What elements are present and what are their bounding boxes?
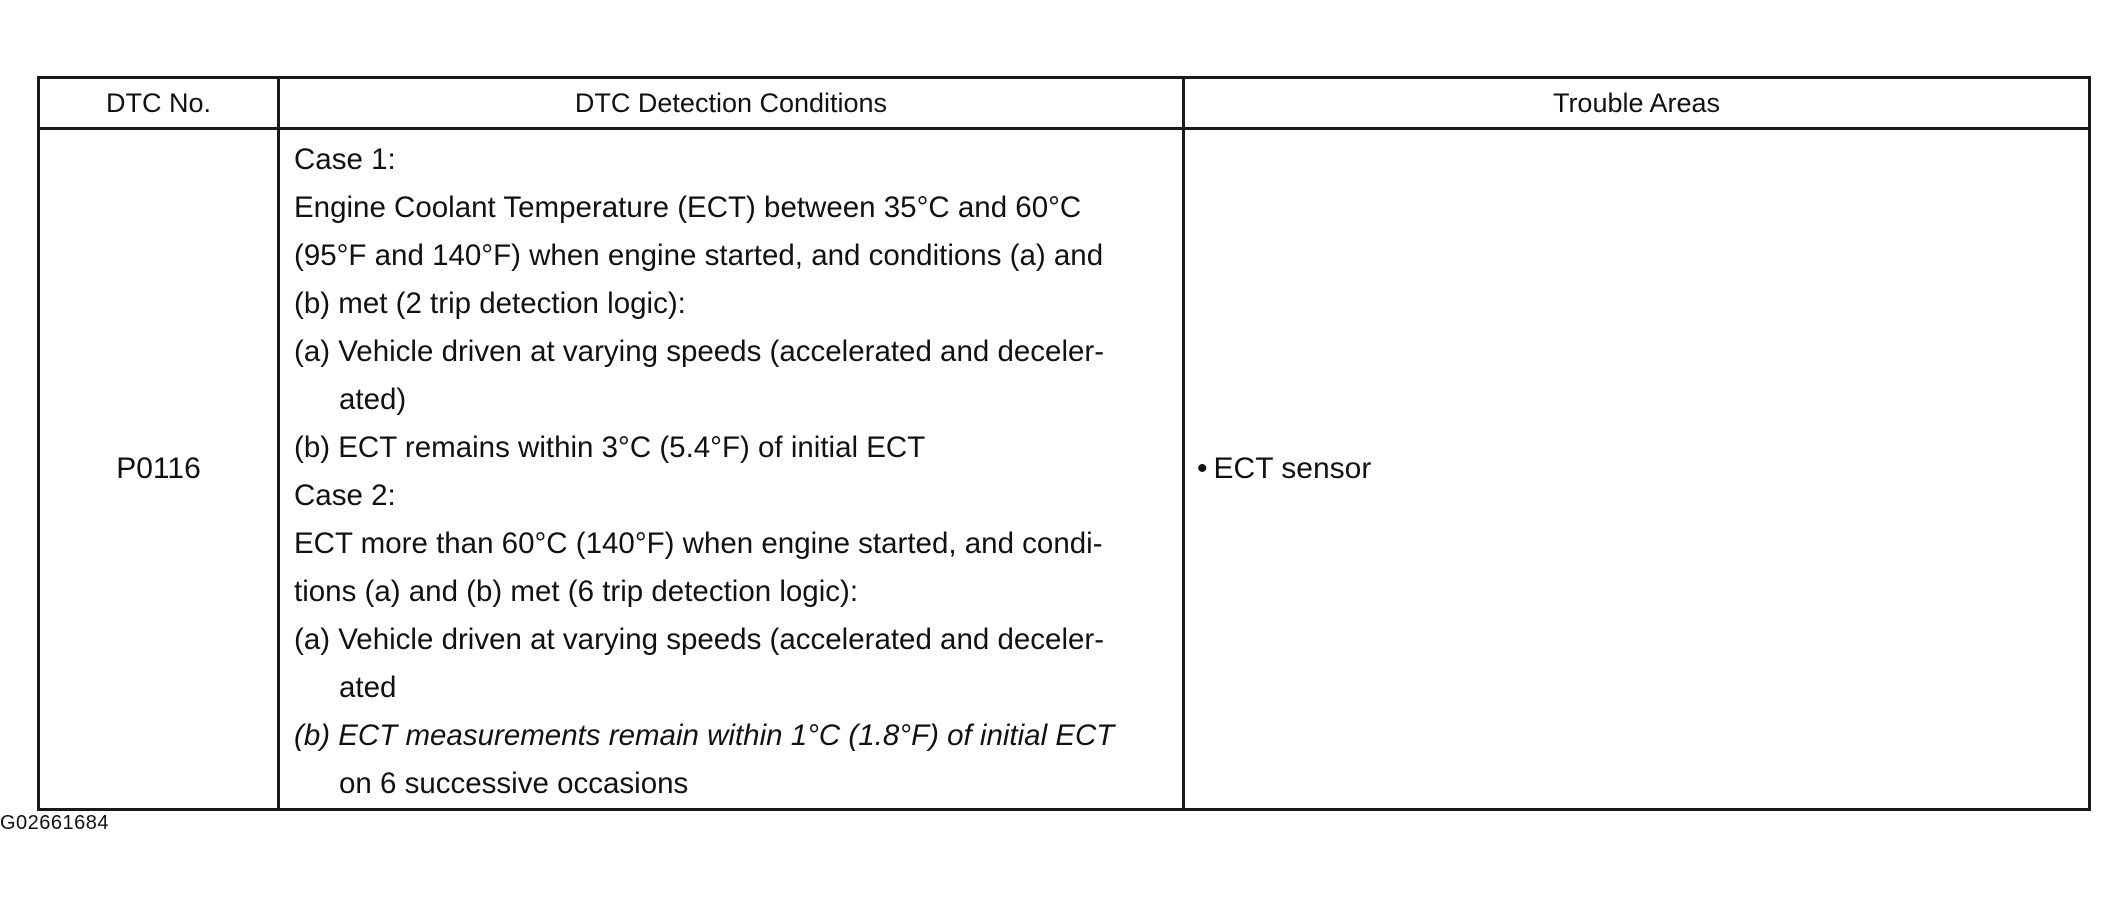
table-header-row: DTC No. DTC Detection Conditions Trouble… [37,76,2091,130]
dtc-code-cell: P0116 [37,127,280,811]
condition-line: (a) Vehicle driven at varying speeds (ac… [294,335,1105,368]
header-trouble-areas: Trouble Areas [1182,76,2091,130]
trouble-area-item: ECT sensor [1213,452,1372,485]
condition-line: ECT more than 60°C (140°F) when engine s… [294,527,1103,560]
trouble-areas-cell: •ECT sensor [1182,127,2091,811]
table-row: P0116 Case 1: Engine Coolant Temperature… [37,127,2091,811]
header-detection-conditions: DTC Detection Conditions [277,76,1185,130]
dtc-table: DTC No. DTC Detection Conditions Trouble… [37,76,2091,811]
condition-line: (b) met (2 trip detection logic): [294,287,686,320]
condition-line: (b) ECT remains within 3°C (5.4°F) of in… [294,431,926,464]
header-dtc-no: DTC No. [37,76,280,130]
detection-conditions-cell: Case 1: Engine Coolant Temperature (ECT)… [277,127,1185,811]
condition-line: (95°F and 140°F) when engine started, an… [294,239,1104,272]
condition-line: ated [339,671,397,704]
condition-line: tions (a) and (b) met (6 trip detection … [294,575,859,608]
condition-line: Case 1: [294,143,396,176]
figure-id: G02661684 [0,812,110,834]
condition-line: (a) Vehicle driven at varying speeds (ac… [294,623,1105,656]
condition-line: (b) ECT measurements remain within 1°C (… [294,719,1115,752]
condition-line: Engine Coolant Temperature (ECT) between… [294,191,1082,224]
condition-line: ated) [339,383,407,416]
condition-line: on 6 successive occasions [339,767,689,800]
bullet-icon: • [1197,452,1208,485]
condition-line: Case 2: [294,479,396,512]
